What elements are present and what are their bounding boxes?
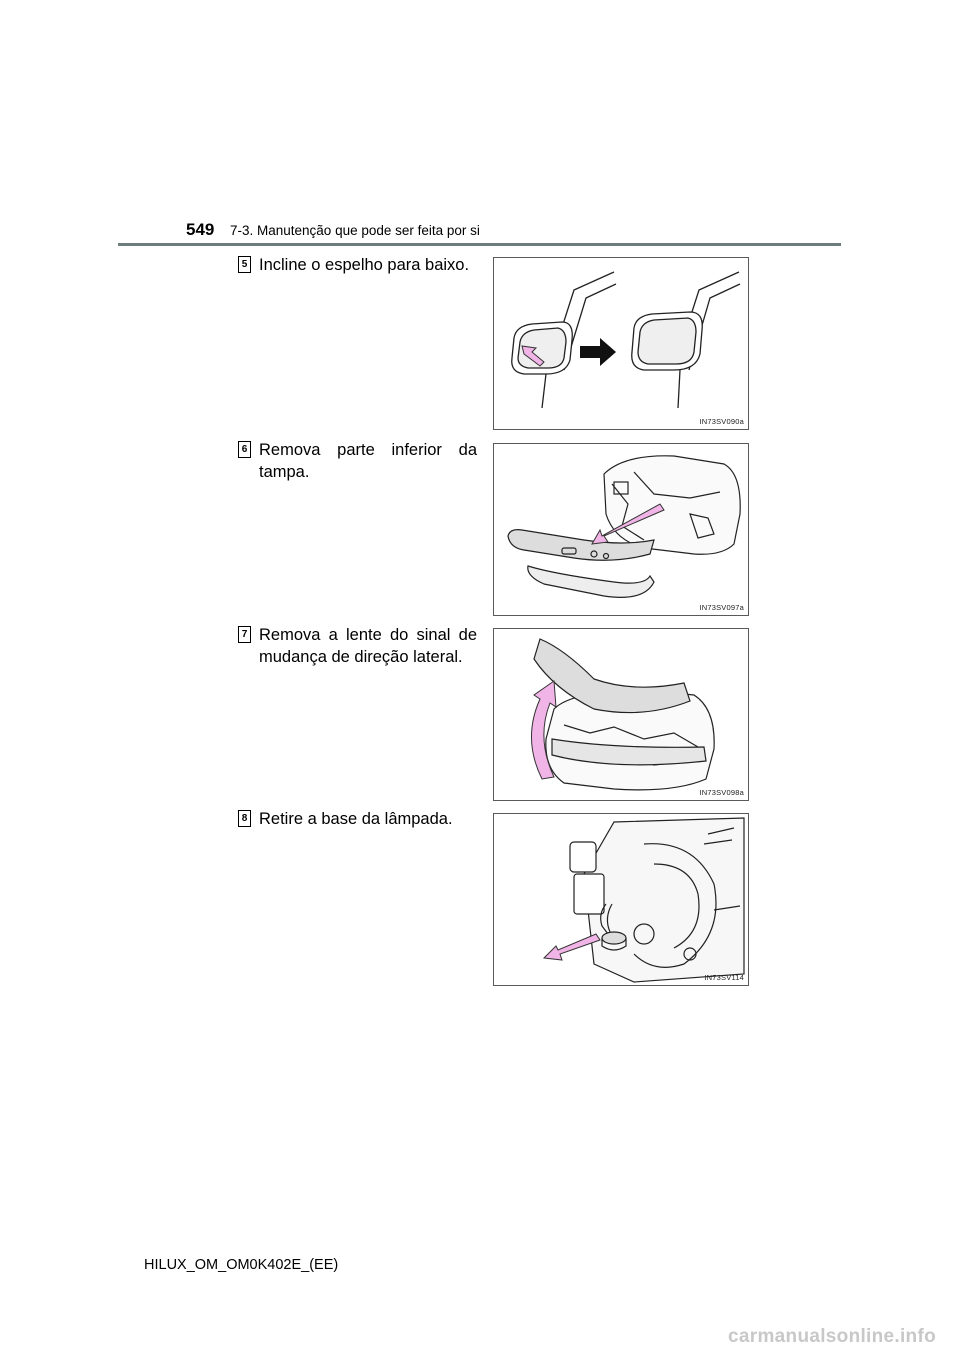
rotate-arrow-icon xyxy=(531,680,557,780)
step-figure: IN73SV090a xyxy=(493,257,749,430)
cover-removal-illustration xyxy=(507,455,741,598)
step-text: Incline o espelho para baixo. xyxy=(259,256,470,274)
push-arrow-icon xyxy=(521,345,545,367)
step-badge: 8 xyxy=(238,810,251,827)
pull-arrow-icon xyxy=(591,503,665,545)
figure-code: IN73SV114 xyxy=(704,973,744,982)
figure-code: IN73SV097a xyxy=(699,603,744,612)
section-title: 7-3. Manutenção que pode ser feita por s… xyxy=(230,223,480,238)
page-number: 549 xyxy=(186,220,215,239)
watermark: carmanualsonline.info xyxy=(728,1326,936,1347)
step-figure: IN73SV098a xyxy=(493,628,749,801)
step-figure: IN73SV114 xyxy=(493,813,749,986)
step-text: Retire a base da lâmpada. xyxy=(259,810,453,828)
step-text: Remova a lente do sinal de mudança de di… xyxy=(259,626,477,666)
bulb-base-illustration xyxy=(542,817,745,983)
step-figure: IN73SV097a xyxy=(493,443,749,616)
header-rule xyxy=(118,243,841,246)
step-badge: 5 xyxy=(238,256,251,273)
step-badge: 6 xyxy=(238,441,251,458)
pull-out-arrow-icon xyxy=(542,933,601,961)
figure-code: IN73SV090a xyxy=(699,417,744,426)
step-badge: 7 xyxy=(238,626,251,643)
mirror-tilt-illustration xyxy=(511,271,741,409)
document-code: HILUX_OM_OM0K402E_(EE) xyxy=(144,1257,339,1273)
lens-removal-illustration xyxy=(531,638,715,791)
figure-code: IN73SV098a xyxy=(699,788,744,797)
arrow-right-icon xyxy=(580,338,616,366)
step-text: Remova parte inferior da tampa. xyxy=(259,441,477,481)
